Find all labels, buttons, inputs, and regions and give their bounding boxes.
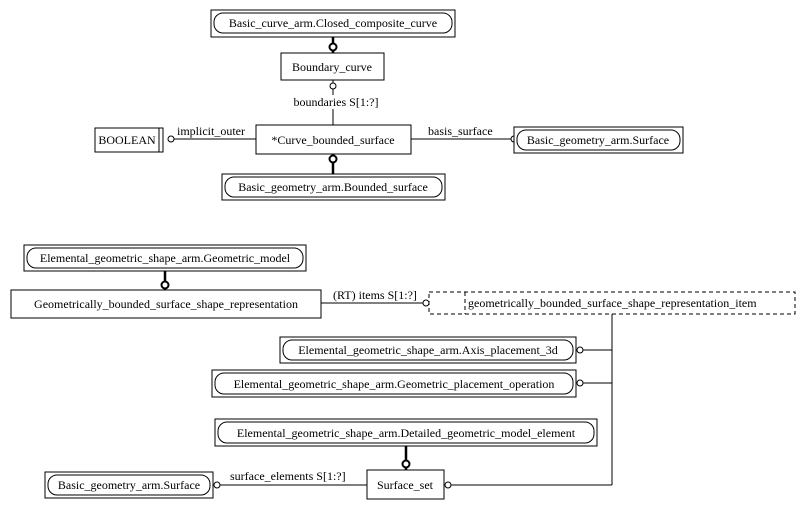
svg-text:Basic_geometry_arm.Surface: Basic_geometry_arm.Surface <box>58 478 200 492</box>
relation-label-boundaries: boundaries S[1:?] <box>294 95 379 109</box>
svg-text:Elemental_geometric_shape_arm.: Elemental_geometric_shape_arm.Axis_place… <box>298 343 558 357</box>
svg-text:Geometrically_bounded_surface_: Geometrically_bounded_surface_shape_repr… <box>34 297 298 311</box>
svg-text:Basic_geometry_arm.Bounded_sur: Basic_geometry_arm.Bounded_surface <box>238 180 428 194</box>
relation-circle <box>576 346 584 354</box>
entity-bounded-surface[interactable]: Basic_geometry_arm.Bounded_surface <box>221 173 446 201</box>
relation-label-surface-elements: surface_elements S[1:?] <box>230 469 346 483</box>
entity-gbssr[interactable]: Geometrically_bounded_surface_shape_repr… <box>10 289 322 319</box>
svg-text:Basic_geometry_arm.Surface: Basic_geometry_arm.Surface <box>527 133 669 147</box>
svg-text:Elemental_geometric_shape_arm.: Elemental_geometric_shape_arm.Detailed_g… <box>237 426 576 440</box>
entity-closed-composite-curve[interactable]: Basic_curve_arm.Closed_composite_curve <box>210 9 456 38</box>
relation-circle <box>422 299 430 307</box>
entity-geometric-model[interactable]: Elemental_geometric_shape_arm.Geometric_… <box>23 244 307 272</box>
svg-text:Elemental_geometric_shape_arm.: Elemental_geometric_shape_arm.Geometric_… <box>40 251 291 265</box>
type-boolean[interactable]: BOOLEAN <box>94 127 164 153</box>
entity-surface-top[interactable]: Basic_geometry_arm.Surface <box>513 126 684 154</box>
svg-text:geometrically_bounded_surface_: geometrically_bounded_surface_shape_repr… <box>468 296 757 310</box>
entity-geometric-placement-operation[interactable]: Elemental_geometric_shape_arm.Geometric_… <box>211 369 577 398</box>
relation-circle <box>444 481 452 489</box>
svg-text:Basic_curve_arm.Closed_composi: Basic_curve_arm.Closed_composite_curve <box>229 16 437 30</box>
svg-text:*Curve_bounded_surface: *Curve_bounded_surface <box>271 133 394 147</box>
relation-label-implicit-outer: implicit_outer <box>177 124 245 138</box>
entity-detailed-geometric-model-element[interactable]: Elemental_geometric_shape_arm.Detailed_g… <box>214 418 598 447</box>
entity-boundary-curve[interactable]: Boundary_curve <box>280 52 385 81</box>
svg-text:Surface_set: Surface_set <box>377 478 434 492</box>
select-gbssr-item[interactable]: geometrically_bounded_surface_shape_repr… <box>428 291 796 315</box>
entity-axis-placement-3d[interactable]: Elemental_geometric_shape_arm.Axis_place… <box>279 336 577 364</box>
svg-text:BOOLEAN: BOOLEAN <box>98 133 156 147</box>
relation-circle <box>213 481 221 489</box>
relation-circle <box>576 379 584 387</box>
entity-surface-set[interactable]: Surface_set <box>366 469 445 500</box>
subtype-circle <box>401 459 411 469</box>
svg-text:Elemental_geometric_shape_arm.: Elemental_geometric_shape_arm.Geometric_… <box>234 377 555 391</box>
entity-surface-bottom[interactable]: Basic_geometry_arm.Surface <box>44 471 214 499</box>
entity-curve-bounded-surface[interactable]: *Curve_bounded_surface <box>255 124 412 155</box>
relation-label-items: (RT) items S[1:?] <box>333 288 417 302</box>
subtype-circle <box>328 154 338 164</box>
subtype-circle <box>160 280 170 290</box>
relation-circle <box>329 82 337 90</box>
relation-circle <box>167 135 175 143</box>
relation-label-basis-surface: basis_surface <box>428 124 493 138</box>
svg-text:Boundary_curve: Boundary_curve <box>292 60 372 74</box>
subtype-circle <box>328 42 338 52</box>
